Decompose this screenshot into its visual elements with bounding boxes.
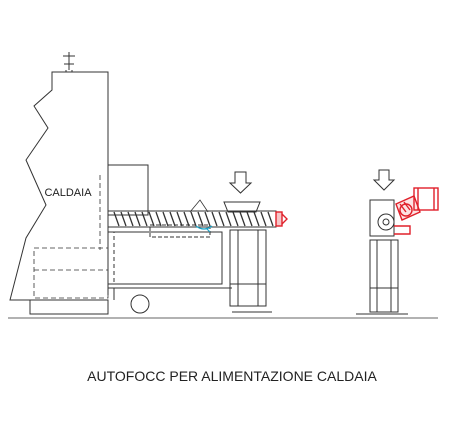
down-arrow-icon (228, 171, 253, 194)
side-view-red-motor (394, 187, 439, 235)
boiler-label: CALDAIA (44, 187, 92, 199)
auger-tube (107, 210, 277, 233)
feeder-cabinet (107, 231, 223, 285)
feeder-wheel (130, 294, 150, 314)
boiler-base (29, 299, 109, 315)
auger-red-endcap (275, 211, 288, 227)
screw-flights (113, 211, 274, 227)
feeder-motor (149, 224, 211, 238)
down-arrow-side-icon (372, 169, 396, 191)
feed-hopper (189, 199, 261, 213)
boiler-outline (9, 71, 109, 301)
side-view-unit (356, 199, 408, 315)
feeder-stand (229, 229, 267, 307)
boiler (9, 52, 109, 315)
drawing-caption: AUTOFOCC PER ALIMENTAZIONE CALDAIA (87, 368, 377, 384)
chimney-icon (63, 52, 75, 72)
auger-feeder (107, 164, 272, 314)
feeder-housing (107, 164, 149, 216)
